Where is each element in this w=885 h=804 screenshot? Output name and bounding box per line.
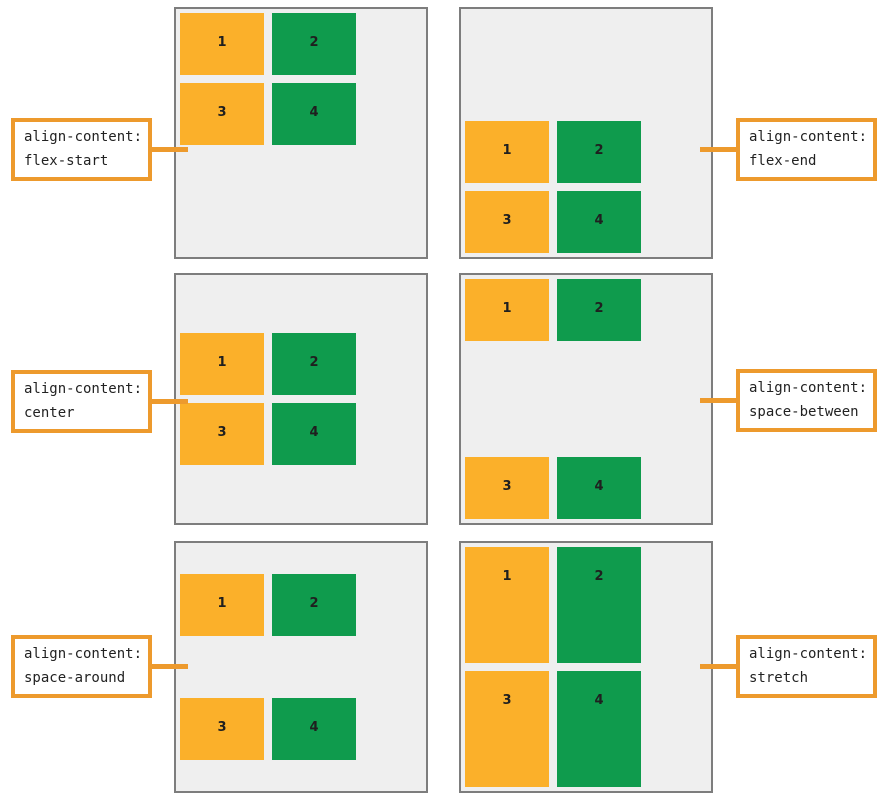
flex-item-1: 1 xyxy=(465,547,549,663)
flex-container-center: 1 2 3 4 xyxy=(174,273,428,525)
flex-item-3: 3 xyxy=(465,671,549,787)
callout-value: center xyxy=(24,405,75,421)
connector-line xyxy=(148,399,188,404)
flex-item-3: 3 xyxy=(180,83,264,145)
flex-item-1: 1 xyxy=(180,13,264,75)
callout-value: space-around xyxy=(24,670,126,686)
connector-line xyxy=(148,147,188,152)
flex-item-2: 2 xyxy=(272,574,356,636)
flex-item-4: 4 xyxy=(557,671,641,787)
flex-container-flex-end: 1 2 3 4 xyxy=(459,7,713,259)
callout-center: align-content: center xyxy=(11,370,188,433)
flex-container-flex-start: 1 2 3 4 xyxy=(174,7,428,259)
connector-line xyxy=(700,398,740,403)
callout-property: align-content: xyxy=(749,380,868,396)
flex-item-3: 3 xyxy=(465,191,549,253)
callout-stretch: align-content: stretch xyxy=(700,635,877,698)
callout-property: align-content: xyxy=(24,646,143,662)
flex-item-2: 2 xyxy=(557,279,641,341)
callout-space-around: align-content: space-around xyxy=(11,635,188,698)
flex-item-1: 1 xyxy=(180,574,264,636)
flex-item-4: 4 xyxy=(272,698,356,760)
flex-item-2: 2 xyxy=(272,333,356,395)
connector-line xyxy=(148,664,188,669)
flex-item-3: 3 xyxy=(180,403,264,465)
flex-item-4: 4 xyxy=(557,191,641,253)
callout-property: align-content: xyxy=(749,129,868,145)
flex-item-2: 2 xyxy=(557,121,641,183)
callout-property: align-content: xyxy=(24,381,143,397)
flex-container-space-between: 1 2 3 4 xyxy=(459,273,713,525)
callout-value: flex-start xyxy=(24,153,109,169)
flex-item-2: 2 xyxy=(557,547,641,663)
flex-item-4: 4 xyxy=(557,457,641,519)
flex-container-space-around: 1 2 3 4 xyxy=(174,541,428,793)
connector-line xyxy=(700,664,740,669)
flex-item-1: 1 xyxy=(465,279,549,341)
callout-value: space-between xyxy=(749,404,859,420)
flex-container-stretch: 1 2 3 4 xyxy=(459,541,713,793)
flex-item-3: 3 xyxy=(465,457,549,519)
flex-item-2: 2 xyxy=(272,13,356,75)
flex-item-1: 1 xyxy=(465,121,549,183)
callout-space-between: align-content: space-between xyxy=(700,369,877,432)
callout-flex-start: align-content: flex-start xyxy=(11,118,188,181)
callout-value: flex-end xyxy=(749,153,817,169)
callout-property: align-content: xyxy=(749,646,868,662)
callout-property: align-content: xyxy=(24,129,143,145)
connector-line xyxy=(700,147,740,152)
callout-flex-end: align-content: flex-end xyxy=(700,118,877,181)
flex-item-3: 3 xyxy=(180,698,264,760)
flex-item-1: 1 xyxy=(180,333,264,395)
flex-item-4: 4 xyxy=(272,403,356,465)
flex-item-4: 4 xyxy=(272,83,356,145)
callout-value: stretch xyxy=(749,670,809,686)
